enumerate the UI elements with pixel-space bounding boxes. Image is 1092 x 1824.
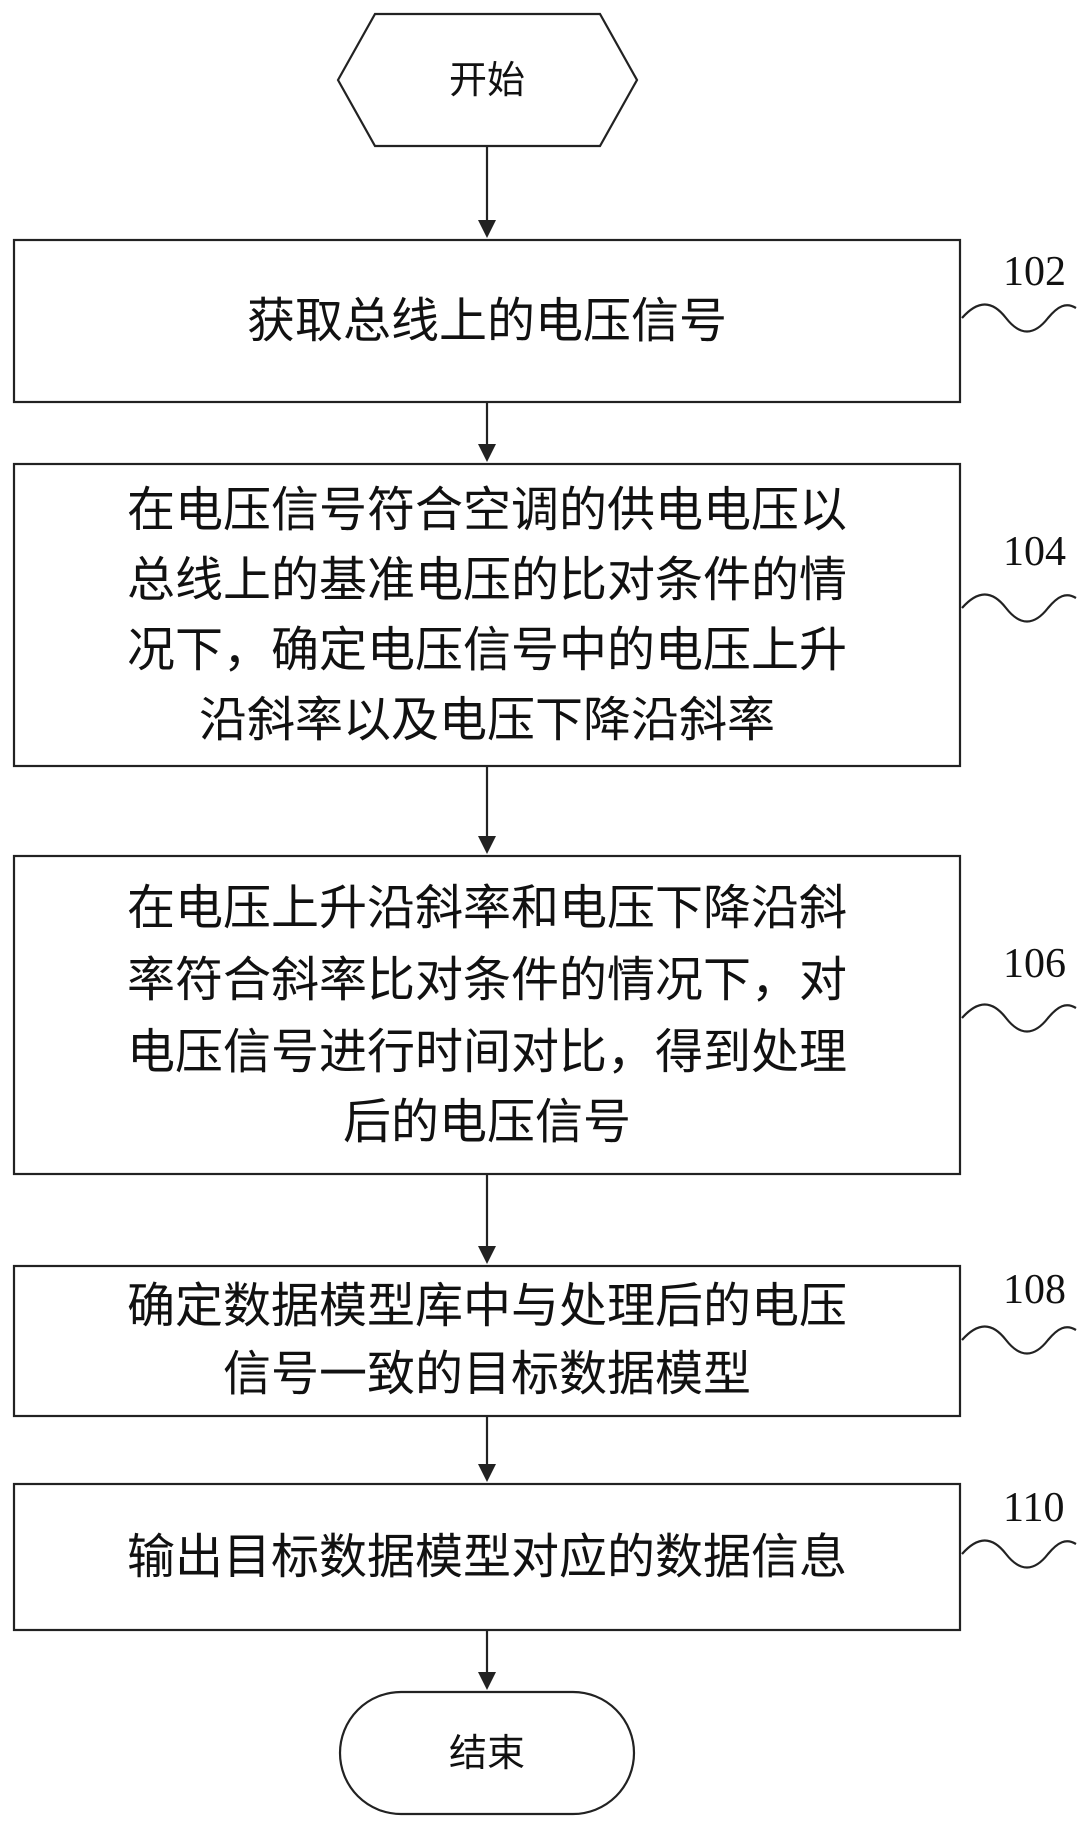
arrow-108-to-110 [478,1416,496,1482]
step-label-110-text: 110 [1003,1485,1064,1531]
step-box-104: 在电压信号符合空调的供电电压以 总线上的基准电压的比对条件的情 况下，确定电压信… [12,462,962,768]
step-box-110: 输出目标数据模型对应的数据信息 [12,1482,962,1632]
step-110-line-1: 输出目标数据模型对应的数据信息 [127,1529,847,1585]
step-104-line-2: 总线上的基准电压的比对条件的情 [127,552,847,608]
step-102-line-1: 获取总线上的电压信号 [247,293,727,349]
arrow-110-to-end [478,1630,496,1690]
step-label-104: 104 [961,529,1077,623]
step-108-line-1: 确定数据模型库中与处理后的电压 [127,1278,847,1334]
step-108-line-2: 信号一致的目标数据模型 [223,1346,751,1402]
step-106-line-2: 率符合斜率比对条件的情况下，对 [127,952,847,1008]
arrow-106-to-108 [478,1174,496,1264]
step-label-104-text: 104 [1003,529,1066,575]
step-label-102-text: 102 [1003,249,1066,295]
step-106-line-3: 电压信号进行时间对比，得到处理 [127,1024,847,1080]
step-104-line-3: 况下，确定电压信号中的电压上升 [127,622,847,678]
step-box-102: 获取总线上的电压信号 [12,238,962,404]
step-label-108: 108 [961,1267,1077,1355]
arrow-start-to-102 [478,146,496,238]
start-label: 开始 [449,58,525,102]
step-label-110: 110 [961,1485,1077,1569]
step-104-line-1: 在电压信号符合空调的供电电压以 [127,482,847,538]
step-label-106: 106 [961,941,1077,1033]
step-label-108-text: 108 [1003,1267,1066,1313]
step-box-108: 确定数据模型库中与处理后的电压 信号一致的目标数据模型 [12,1264,962,1418]
start-terminal: 开始 [336,12,639,148]
arrow-102-to-104 [478,402,496,462]
step-label-102: 102 [961,249,1077,333]
step-106-line-4: 后的电压信号 [343,1094,631,1150]
end-label: 结束 [449,1731,525,1775]
end-terminal: 结束 [338,1690,636,1816]
step-104-line-4: 沿斜率以及电压下降沿斜率 [199,692,775,748]
step-106-line-1: 在电压上升沿斜率和电压下降沿斜 [127,880,847,936]
arrow-104-to-106 [478,766,496,854]
step-label-106-text: 106 [1003,941,1066,987]
step-box-106: 在电压上升沿斜率和电压下降沿斜 率符合斜率比对条件的情况下，对 电压信号进行时间… [12,854,962,1176]
